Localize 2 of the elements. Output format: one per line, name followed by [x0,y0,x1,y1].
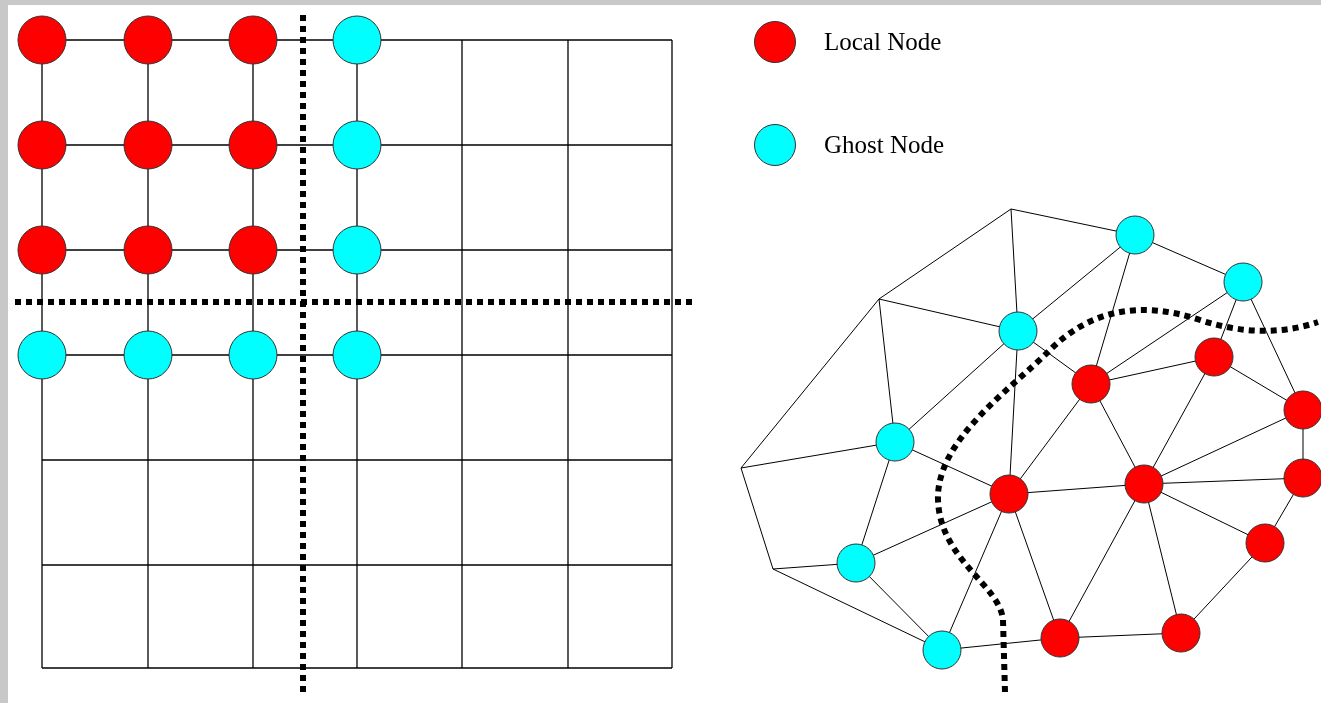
legend-label: Ghost Node [824,130,945,161]
legend-label: Local Node [824,27,942,58]
